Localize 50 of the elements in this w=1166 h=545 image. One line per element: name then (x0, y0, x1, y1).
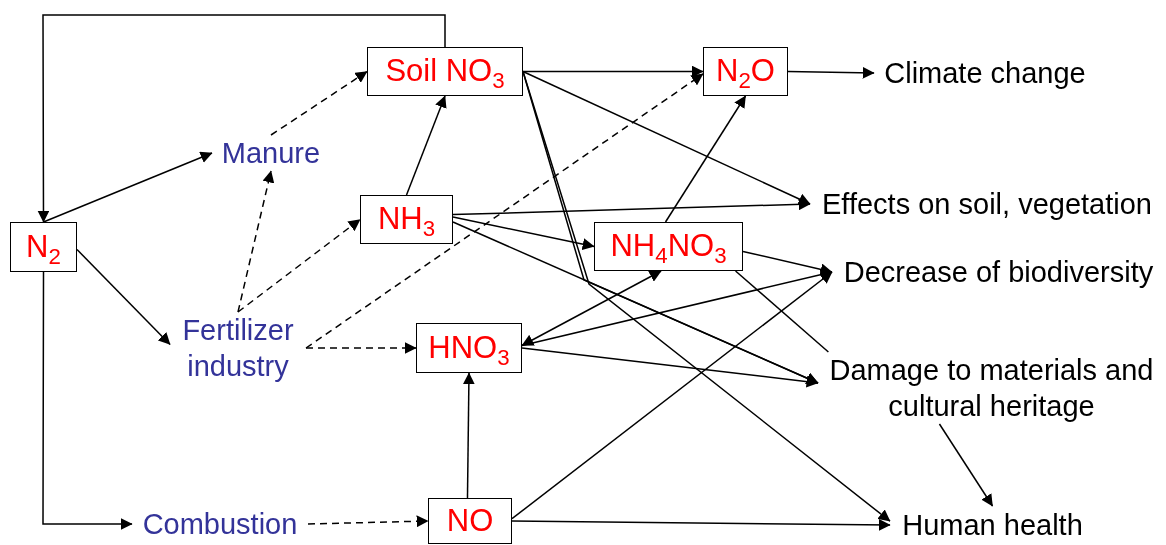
compound-box (428, 498, 512, 544)
compound-label: NO (446, 501, 494, 540)
arrow (405, 95, 447, 196)
arrow (521, 268, 833, 347)
effect-label: Human health (902, 507, 1083, 543)
arrow (462, 372, 475, 499)
arrow (787, 66, 875, 79)
arrow (42, 271, 133, 530)
effect-label: Damage to materials and cultural heritage (828, 352, 1155, 424)
arrow (511, 518, 891, 531)
effect-label: Effects on soil, vegetation (822, 186, 1152, 222)
compound-label: NH$_{4}$NO$_{3}$ (610, 227, 727, 266)
arrow (305, 73, 704, 349)
arrow (270, 70, 368, 136)
arrow (522, 70, 891, 522)
compound-box (703, 47, 788, 96)
arrow (511, 271, 833, 520)
arrow (521, 347, 819, 388)
compound-box (594, 222, 743, 271)
compound-box (10, 222, 77, 272)
arrow (237, 170, 275, 313)
arrow (664, 95, 747, 223)
arrow (521, 270, 662, 347)
compound-box (367, 47, 523, 96)
arrow (742, 250, 833, 276)
arrow (237, 218, 361, 313)
arrow (76, 248, 171, 346)
compound-label: HNO$_{3}$ (428, 328, 510, 368)
arrow (42, 151, 213, 223)
compound-label: NH$_{3}$ (377, 200, 436, 239)
arrow (452, 216, 595, 251)
compound-box (416, 323, 522, 373)
arrow (522, 70, 811, 205)
connector-line (734, 270, 830, 353)
source-label: Manure (221, 135, 321, 171)
compound-label: Soil NO$_{3}$ (385, 52, 505, 91)
arrow (452, 221, 819, 384)
effect-label: Decrease of biodiversity (843, 254, 1154, 290)
compound-label: N$_{2}$ (26, 227, 61, 267)
arrow (305, 342, 417, 354)
source-label: Combustion (142, 506, 298, 542)
compound-box (360, 195, 453, 244)
arrow (37, 14, 446, 223)
effect-label: Climate change (884, 55, 1086, 91)
compound-label: N$_{2}$O (716, 52, 775, 91)
source-label: Fertilizer industry (181, 312, 295, 384)
arrow (452, 198, 811, 216)
arrow (307, 515, 429, 528)
arrow (522, 65, 704, 78)
arrow (938, 423, 994, 507)
